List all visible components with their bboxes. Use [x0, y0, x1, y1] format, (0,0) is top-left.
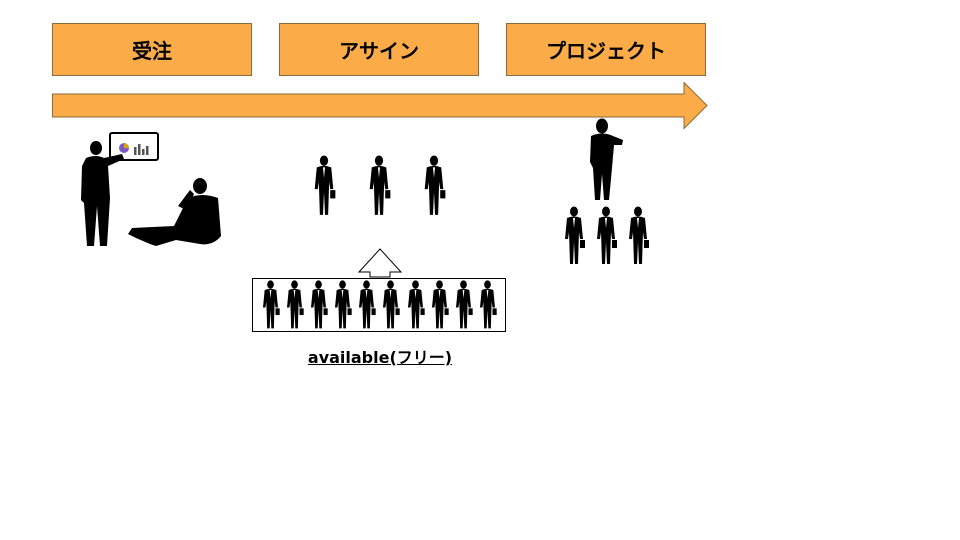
businessman-silhouette-icon — [429, 280, 450, 330]
stage-box-project: プロジェクト — [506, 23, 706, 76]
businessman-silhouette-icon — [356, 280, 377, 330]
leader-silhouette-icon — [590, 118, 623, 200]
businessman-silhouette-icon — [332, 280, 353, 330]
available-pool-box — [252, 278, 506, 332]
stage-label-project: プロジェクト — [546, 39, 666, 63]
sales-presentation-icon — [81, 132, 221, 246]
available-pool-label: available(フリー) — [307, 348, 453, 367]
businessman-silhouette-icon — [405, 280, 426, 330]
project-team — [560, 118, 656, 268]
presentation-screen-icon — [109, 132, 159, 161]
businessman-silhouette-icon — [312, 155, 336, 217]
stage-label-order: 受注 — [132, 39, 172, 63]
assigned-team — [312, 155, 448, 217]
stage-box-assign: アサイン — [279, 23, 479, 76]
businessman-silhouette-icon — [308, 280, 329, 330]
businessman-silhouette-icon — [380, 280, 401, 330]
businessman-silhouette-icon — [260, 280, 281, 330]
businessman-silhouette-icon — [562, 206, 586, 266]
flow-arrow-icon — [52, 82, 708, 130]
stage-box-order: 受注 — [52, 23, 252, 76]
businessman-silhouette-icon — [453, 280, 474, 330]
presenter-silhouette-icon — [81, 141, 124, 246]
seated-client-silhouette-icon — [128, 178, 221, 246]
stage-label-assign: アサイン — [339, 39, 419, 63]
businessman-silhouette-icon — [367, 155, 391, 217]
businessman-silhouette-icon — [284, 280, 305, 330]
businessman-silhouette-icon — [626, 206, 650, 266]
businessman-silhouette-icon — [477, 280, 498, 330]
arrow-up-icon — [358, 248, 402, 278]
businessman-silhouette-icon — [422, 155, 446, 217]
businessman-silhouette-icon — [594, 206, 618, 266]
